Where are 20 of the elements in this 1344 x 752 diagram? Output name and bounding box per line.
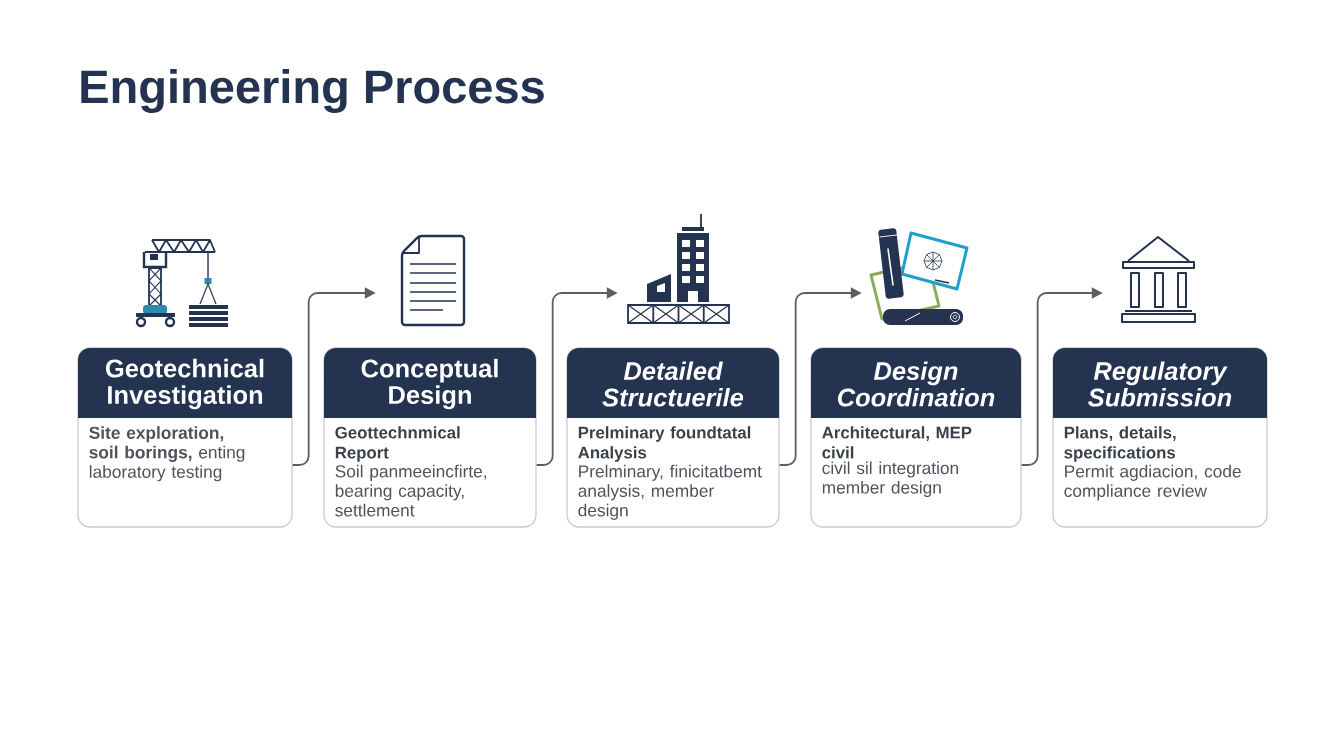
step-subtitle: Plans, details, specifications — [1064, 426, 1176, 462]
crane-icon — [135, 239, 228, 328]
step-header: Conceptual Design — [324, 348, 536, 418]
document-icon — [400, 234, 466, 327]
step-header: Design Coordination — [811, 348, 1021, 418]
step-description: civil sil integration member design — [822, 461, 959, 498]
building-icon — [627, 213, 730, 324]
step-header: Detailed Structuerile — [567, 348, 779, 418]
step-description: Permit agdiacion, code compliance review — [1064, 464, 1241, 501]
drafting-tools-icon — [869, 228, 969, 325]
step-subtitle: Prelminary foundtatal Analysis — [578, 426, 751, 462]
step-header: Geotechnical Investigation — [78, 348, 292, 418]
step-description: Site exploration, soil borings, enting laboratory testing — [89, 426, 245, 482]
step-description: Prelminary, finicitatbemt analysis, member design — [578, 464, 762, 520]
step-description: Soil panmeeincfirte, bearing capacity, settlement — [335, 464, 486, 517]
step-header: Regulatory Submission — [1053, 348, 1267, 418]
title: Engineering Process — [81, 68, 544, 113]
step-subtitle: Architectural, MEP civil — [822, 426, 972, 459]
columned-building-icon — [1121, 236, 1196, 323]
step-subtitle: Geottechnmical Report — [335, 426, 460, 462]
